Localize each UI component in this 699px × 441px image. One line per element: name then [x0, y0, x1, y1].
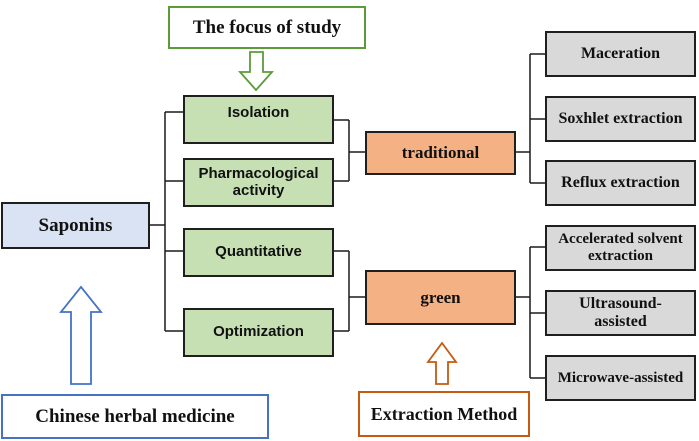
- focus-down-arrow: [237, 51, 275, 92]
- method-label: Soxhlet extraction: [558, 110, 683, 128]
- study-item-label: Isolation: [227, 104, 290, 121]
- study-item-label: Pharmacological activity: [198, 164, 319, 199]
- study-item-quantitative: Quantitative: [183, 228, 334, 277]
- study-item-label: Optimization: [213, 323, 304, 341]
- study-item-optimization: Optimization: [183, 308, 334, 357]
- method-maceration: Maceration: [545, 31, 696, 77]
- method-reflux-extraction: Reflux extraction: [545, 160, 696, 206]
- method-microwave-assisted: Microwave-assisted: [545, 355, 696, 401]
- herbal-up-arrow: [59, 285, 103, 385]
- focus-of-study-text: The focus of study: [192, 16, 342, 38]
- extraction-method-label: Extraction Method: [358, 391, 530, 437]
- method-label: Ultrasound-assisted: [579, 295, 662, 330]
- method-label: Microwave-assisted: [557, 369, 684, 386]
- saponins-text: Saponins: [38, 214, 113, 236]
- focus-of-study-label: The focus of study: [168, 6, 366, 49]
- chinese-herbal-medicine-text: Chinese herbal medicine: [35, 405, 235, 427]
- study-item-pharmacological-activity: Pharmacological activity: [183, 158, 334, 207]
- green-text: green: [420, 287, 461, 307]
- method-ultrasound-assisted: Ultrasound-assisted: [545, 290, 696, 336]
- method-soxhlet-extraction: Soxhlet extraction: [545, 96, 696, 142]
- saponins-node: Saponins: [1, 202, 150, 249]
- study-item-label: Quantitative: [215, 243, 302, 261]
- method-label: Reflux extraction: [561, 174, 680, 192]
- traditional-text: traditional: [401, 143, 480, 163]
- chinese-herbal-medicine-label: Chinese herbal medicine: [1, 394, 269, 439]
- method-label: Maceration: [580, 45, 661, 63]
- traditional-node: traditional: [365, 131, 516, 175]
- green-node: green: [365, 270, 516, 325]
- study-item-isolation: Isolation: [183, 95, 334, 144]
- extraction-up-arrow: [426, 341, 458, 385]
- method-accelerated-solvent-extraction: Accelerated solvent extraction: [545, 225, 696, 271]
- method-label: Accelerated solvent extraction: [558, 231, 683, 264]
- extraction-method-text: Extraction Method: [370, 403, 518, 424]
